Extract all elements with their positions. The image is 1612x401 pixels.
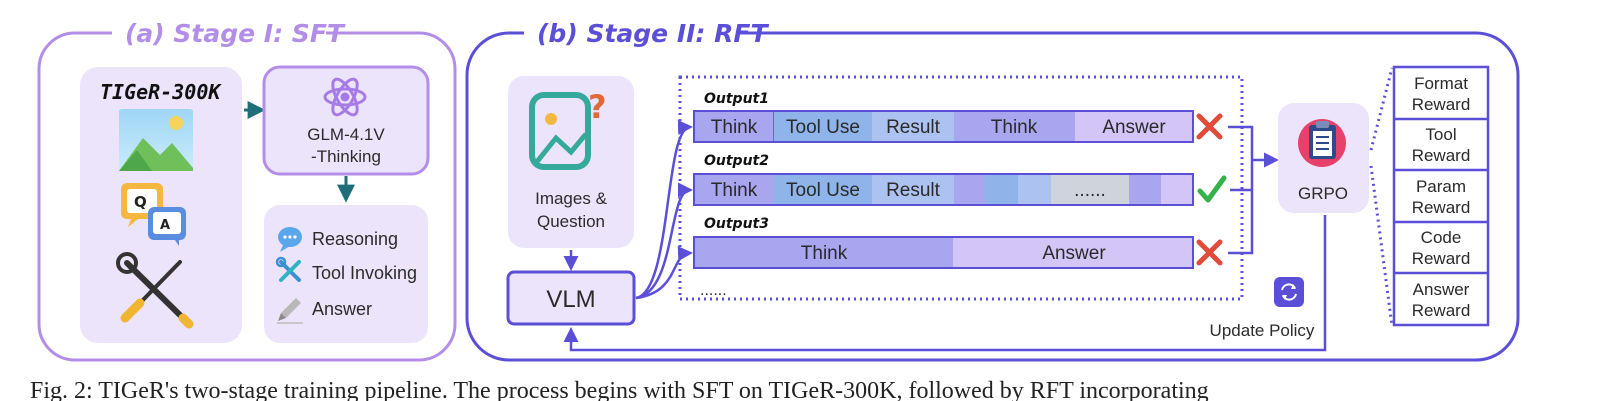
input-line2: Question	[537, 212, 605, 231]
output2-segment-think-end	[1129, 174, 1161, 205]
output3-label-answer: Answer	[1042, 243, 1106, 264]
output2-label-ellipsis: ......	[1074, 180, 1106, 201]
reward-code-line1: Code	[1421, 228, 1462, 247]
wrench-screwdriver-icon	[116, 252, 194, 329]
output2-label: Output2	[704, 153, 769, 169]
stage2-panel: (b) Stage II: RFT ? Images & Question VL…	[465, 19, 1520, 362]
more-outputs: ......	[700, 282, 727, 299]
vlm-label: VLM	[546, 286, 595, 313]
image-question-icon: ?	[529, 88, 607, 170]
reward-list: Format Reward Tool Reward Param Reward C…	[1392, 65, 1490, 327]
pencil-icon	[277, 298, 303, 324]
output2-segment-tool-use	[774, 174, 872, 205]
stage1-title-bg	[112, 20, 326, 48]
update-policy-arrow	[563, 215, 1327, 352]
vlm-box	[506, 270, 636, 326]
glm-model-box	[262, 65, 430, 176]
reward-answer-line1: Answer	[1413, 280, 1470, 299]
stage1-panel: (a) Stage I: SFT TIGeR-300K Q A	[37, 19, 457, 362]
grpo-label: GRPO	[1298, 184, 1348, 203]
image-icon	[119, 109, 193, 171]
output2-segment-think	[694, 174, 774, 205]
output2-label-result: Result	[886, 180, 941, 201]
reward-fan-lines	[1369, 67, 1394, 327]
a-badge-label: A	[160, 218, 170, 233]
output3-label-think: Think	[801, 243, 848, 264]
output2-segment-result	[872, 174, 954, 205]
check-icon	[1197, 175, 1227, 203]
output2-segment-ellipsis	[1051, 174, 1129, 205]
reward-param-line1: Param	[1416, 177, 1466, 196]
output1-label-think: Think	[711, 117, 758, 138]
svg-text:?: ?	[588, 88, 607, 126]
vlm-output-arrows	[635, 120, 693, 300]
output1-segment-tool-use	[774, 111, 872, 142]
cross-icon	[1196, 113, 1223, 140]
output2-sequence: Think Tool Use Result ......	[693, 173, 1194, 206]
output1-sequence: Think Tool Use Result Think Answer	[693, 110, 1194, 143]
input-line1: Images &	[535, 189, 607, 208]
output3-label: Output3	[704, 216, 769, 232]
output3-segment-answer	[953, 237, 1193, 268]
stage2-title-bg	[524, 20, 740, 48]
reward-answer-line2: Reward	[1412, 301, 1471, 320]
dataset-title: TIGeR-300K	[100, 80, 222, 104]
output2-segment-answer-end	[1161, 174, 1193, 205]
reward-format-line2: Reward	[1412, 95, 1471, 114]
tools-icon	[275, 256, 301, 282]
output2-segment-think-short	[954, 174, 985, 205]
output2-segment-tool-short	[985, 174, 1018, 205]
model-name-line2: -Thinking	[311, 147, 381, 166]
output2-label-tool-use: Tool Use	[786, 180, 860, 201]
output1-label-answer: Answer	[1102, 117, 1166, 138]
update-policy-label: Update Policy	[1210, 321, 1315, 340]
reward-tool-line2: Reward	[1412, 146, 1471, 165]
stage2-border	[465, 31, 1520, 362]
q-badge-label: Q	[134, 193, 147, 211]
clipboard-icon	[1298, 119, 1346, 167]
output3-sequence: Think Answer	[693, 236, 1194, 269]
output1-segment-result	[872, 111, 954, 142]
reward-tool-line1: Tool	[1425, 125, 1456, 144]
qa-icon: Q A	[121, 183, 186, 246]
atom-icon	[323, 77, 367, 117]
output1-label-tool-use: Tool Use	[786, 117, 860, 138]
figure-caption: Fig. 2: TIGeR's two-stage training pipel…	[30, 378, 1209, 401]
output3-segment-think	[694, 237, 953, 268]
cross-icon	[1196, 239, 1223, 266]
refresh-icon	[1274, 277, 1304, 307]
rewards-merge-connector	[1228, 125, 1279, 255]
speech-bubble-icon	[278, 227, 302, 252]
reward-code-line2: Reward	[1412, 249, 1471, 268]
output1-segment-answer	[1075, 111, 1193, 142]
reward-format-line1: Format	[1414, 74, 1468, 93]
output2-segment-result-short	[1018, 174, 1051, 205]
capability-legend	[264, 205, 428, 343]
images-question-card	[508, 76, 634, 248]
legend-reasoning: Reasoning	[312, 229, 398, 249]
output1-label-think-2: Think	[991, 117, 1038, 138]
stage2-title: (b) Stage II: RFT	[537, 19, 769, 48]
output2-label-think: Think	[711, 180, 758, 201]
outputs-frame	[678, 75, 1244, 301]
output1-segment-think-2	[954, 111, 1075, 142]
legend-answer: Answer	[312, 299, 372, 319]
legend-tool-invoking: Tool Invoking	[312, 263, 417, 283]
model-name-line1: GLM-4.1V	[307, 125, 385, 144]
stage1-title: (a) Stage I: SFT	[125, 19, 346, 48]
output1-label: Output1	[704, 91, 769, 107]
reward-param-line2: Reward	[1412, 198, 1471, 217]
output1-label-result: Result	[886, 117, 941, 138]
